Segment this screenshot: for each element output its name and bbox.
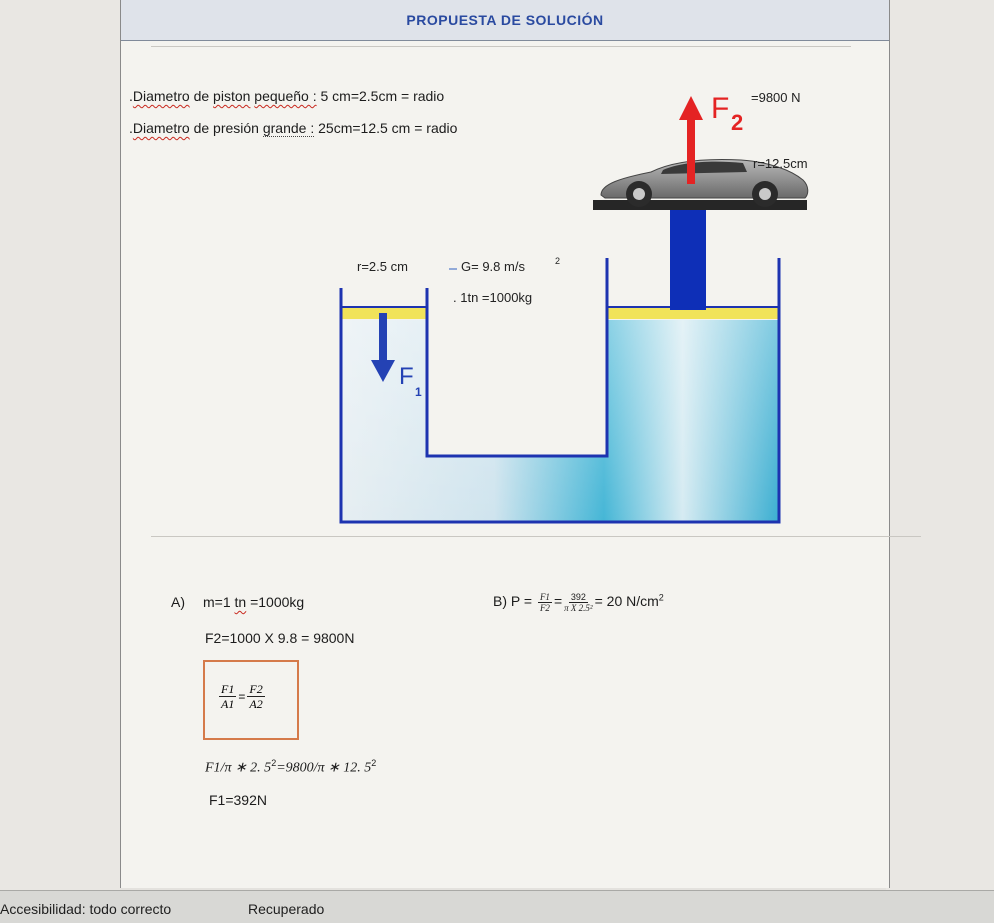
word-pequeno: pequeño : [254,88,317,104]
word-diametro-2: Diametro [132,120,190,136]
ton-label: . 1tn =1000kg [453,290,532,305]
force-f2-arrow [679,96,703,184]
document-page: PROPUESTA DE SOLUCIÓN .Diametro de pisto… [120,0,921,888]
part-b-label: B) P = [493,593,536,610]
f1-symbol: F [399,363,414,390]
eq-mid: =9800/π ∗ 12. 5 [276,760,372,776]
frac-f1: F1 [219,682,237,697]
desk-right-margin [886,0,994,890]
f2-subscript: 2 [731,110,743,135]
r-large-label: r=12.5cm [753,156,808,171]
mass-unit: tn [234,594,247,610]
large-piston [607,307,779,319]
part-a-f2-calc: F2=1000 X 9.8 = 9800N [205,630,355,646]
top-divider [151,46,851,47]
b-frac1-num: F1 [537,592,552,603]
status-bar: Accesibilidad: todo correcto Recuperado [0,890,994,923]
f2-value: =9800 N [751,90,801,105]
accessibility-status[interactable]: Accesibilidad: todo correcto [0,901,172,917]
mass-suffix: =1000kg [246,594,305,610]
lift-column [670,206,706,310]
b-frac2-num: 392 [568,592,588,603]
frac-f2: F2 [247,682,265,697]
small-piston-value: 5 cm=2.5cm = radio [316,88,445,104]
given-small-piston: .Diametro de piston pequeño : 5 cm=2.5cm… [129,88,445,104]
part-a-mass: m=1 tn =1000kg [203,594,304,610]
section-title: PROPUESTA DE SOLUCIÓN [406,12,604,28]
frac-a1: A1 [221,697,235,711]
b-frac2-den: π X 2.5² [564,603,593,613]
gravity-label: G= 9.8 m/s [461,259,525,274]
b-eq: = [553,593,563,610]
desk-left-margin [0,0,120,890]
part-a-result: F1=392N [209,792,267,808]
mass-prefix: m=1 [203,594,235,610]
word-grande: grande : [262,120,315,137]
hydraulic-press-diagram: F 2 =9800 N r=12.5cm r=2.5 cm G= 9.8 m/s… [339,90,809,524]
recovered-status: Recuperado [248,901,325,917]
eq-main: F1/π ∗ 2. 5 [205,760,272,776]
word-piston: piston [213,88,251,104]
part-a-label: A) [171,594,185,610]
part-a-equation: F1/π ∗ 2. 52=9800/π ∗ 12. 52 [205,758,376,777]
given-large-piston: .Diametro de presión grande : 25cm=12.5 … [129,120,458,137]
text-de: de [189,88,214,104]
car-icon [600,159,809,207]
gravity-exponent: 2 [555,256,560,266]
word-diametro-1: Diametro [132,88,190,104]
middle-divider [151,536,921,537]
eq-exp1: 2 [271,758,277,768]
eq-exp2: 2 [371,758,377,768]
large-piston-value: 25cm=12.5 cm = radio [314,120,458,136]
b-frac1-den: F2 [539,603,550,613]
b-result-exp: 2 [658,592,664,603]
vessel-outline [339,258,781,524]
force-f1-arrow [371,313,395,382]
lift-platform [593,200,807,210]
section-header: PROPUESTA DE SOLUCIÓN [121,0,889,41]
r-small-label: r=2.5 cm [357,259,408,274]
text-de-presion: de presión [189,120,263,136]
f2-symbol: F [711,92,729,125]
frac-a2: A2 [249,697,263,711]
f1-subscript: 1 [415,385,422,399]
b-result: = 20 N/cm [594,593,659,610]
